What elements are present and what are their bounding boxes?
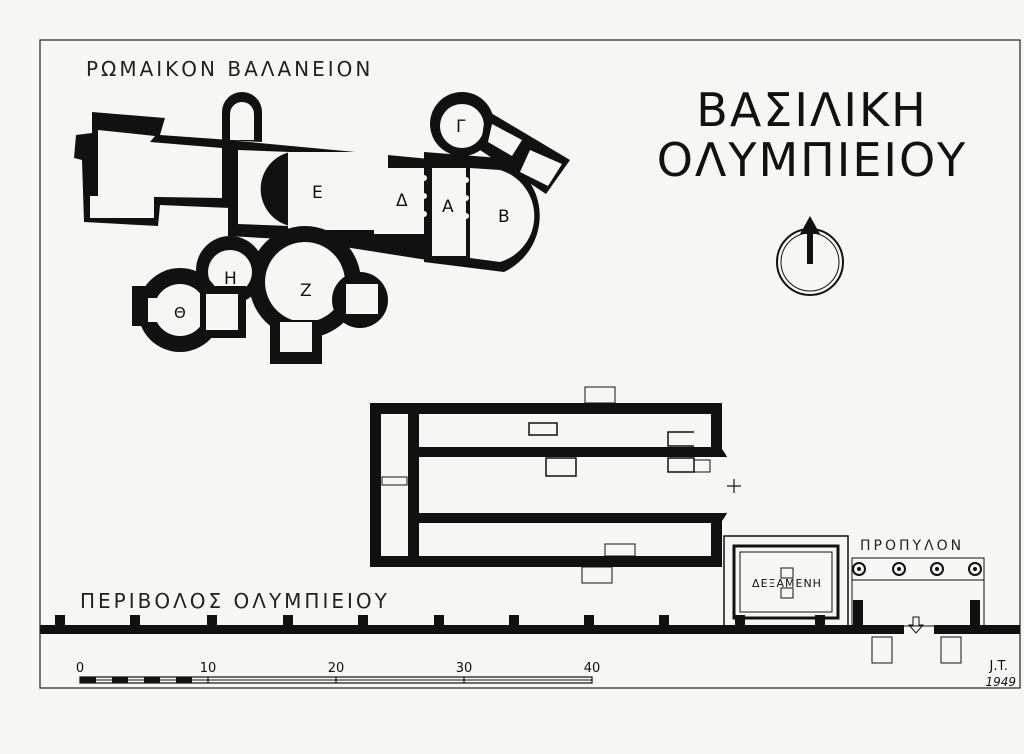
- room-label-alpha: Α: [442, 197, 454, 217]
- scale-tick-40: 40: [584, 661, 601, 676]
- roman-bath-plan: [74, 92, 570, 364]
- room-label-delta: Δ: [396, 191, 408, 211]
- north-arrow-icon: [776, 216, 844, 296]
- title-line-2: ΟΛΥΜΠΙΕΙΟΥ: [657, 133, 968, 187]
- bath-title: ΡΩΜΑΙΚΟΝ ΒΑΛΑΝΕΙΟΝ: [86, 57, 373, 81]
- room-label-gamma: Γ: [456, 117, 466, 137]
- scale-tick-10: 10: [200, 661, 217, 676]
- scale-tick-30: 30: [456, 661, 473, 676]
- scale-tick-20: 20: [328, 661, 345, 676]
- drawing-frame: [39, 39, 1021, 689]
- scale-bar: [79, 676, 593, 684]
- scale-tick-0: 0: [76, 661, 84, 676]
- signature-year: 1949: [985, 675, 1016, 689]
- room-label-theta: Θ: [174, 304, 186, 322]
- propylon-label: ΠΡΟΠΥΛΟΝ: [860, 538, 964, 554]
- room-label-zeta: Ζ: [300, 281, 312, 301]
- peribolos-label: ΠΕΡΙΒΟΛΟΣ ΟΛΥΜΠΙΕΙΟΥ: [80, 589, 390, 613]
- peribolos-wall: [40, 615, 1020, 634]
- signature-initials: J.T.: [989, 659, 1009, 674]
- room-label-eta: Η: [224, 269, 237, 289]
- propylon-plan: [851, 557, 985, 664]
- basilica-plan: [370, 386, 762, 584]
- title-line-1: ΒΑΣΙΛΙΚΗ: [696, 83, 927, 137]
- room-label-epsilon: Ε: [312, 183, 323, 203]
- cistern-label: ΔΕΞΑΜΕΝΗ: [752, 577, 822, 590]
- room-label-beta: Β: [498, 207, 510, 227]
